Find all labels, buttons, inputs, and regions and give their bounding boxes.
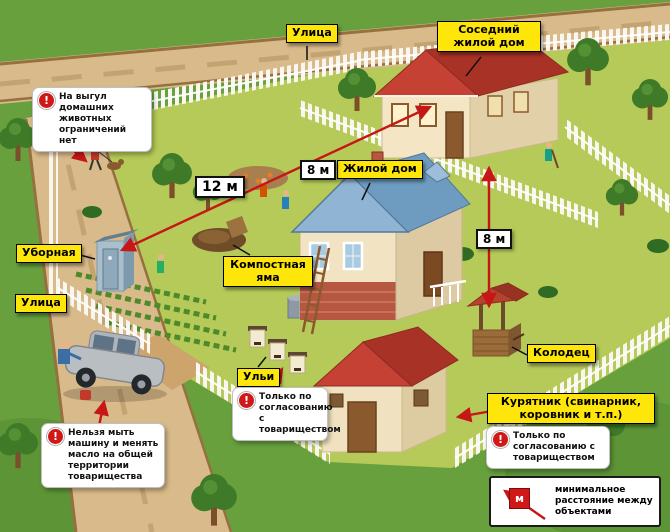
label-outhouse: Уборная <box>16 244 82 263</box>
car <box>58 330 167 402</box>
legend: м минимальное расстояние между объектами <box>489 476 661 527</box>
gardener-1 <box>260 178 267 197</box>
label-compost-pit: Компостная яма <box>223 256 313 288</box>
barn <box>312 326 459 453</box>
note-pets: ! На выгул домашних животных ограничений… <box>32 87 152 152</box>
legend-unit-box: м <box>509 488 530 509</box>
label-street-top: Улица <box>286 24 338 43</box>
label-coop: Курятник (свинарник, коровник и т.п.) <box>487 393 655 425</box>
note-pets-text: На выгул домашних животных ограничений н… <box>59 92 127 146</box>
distance-arrow-long <box>119 105 433 252</box>
car-pointer-arrow <box>93 399 109 427</box>
note-beehives-approval-text: Только по согласованию с товариществом <box>259 392 341 435</box>
label-well: Колодец <box>527 344 596 363</box>
digger <box>545 142 559 169</box>
legend-description: минимальное расстояние между объектами <box>555 484 653 518</box>
warning-icon: ! <box>492 431 509 448</box>
distance-12m: 12 м <box>195 176 245 198</box>
distance-8m-houses: 8 м <box>300 160 337 180</box>
note-coop-approval-text: Только по согласованию с товариществом <box>513 431 595 463</box>
label-neighbor-house: Соседний жилой дом <box>437 21 541 53</box>
walker <box>157 254 164 273</box>
warning-icon: ! <box>38 92 55 109</box>
label-street-left: Улица <box>15 294 67 313</box>
legend-arrow-sample: м <box>493 479 553 524</box>
note-beehives-approval: ! Только по согласованию с товариществом <box>232 387 341 441</box>
note-coop-approval: ! Только по согласованию с товариществом <box>486 426 610 469</box>
distance-8m-well: 8 м <box>476 229 513 249</box>
label-main-house: Жилой дом <box>337 160 423 179</box>
label-beehives: Ульи <box>237 368 281 387</box>
warning-icon: ! <box>47 428 64 445</box>
note-car-wash-text: Нельзя мыть машину и менять масло на общ… <box>68 428 159 482</box>
warning-icon: ! <box>238 392 255 409</box>
note-car-wash: ! Нельзя мыть машину и менять масло на о… <box>41 423 165 488</box>
bushes <box>82 206 669 298</box>
gardener-2 <box>282 190 289 209</box>
coop-pointer-arrow <box>455 407 493 423</box>
beehives <box>248 326 307 374</box>
